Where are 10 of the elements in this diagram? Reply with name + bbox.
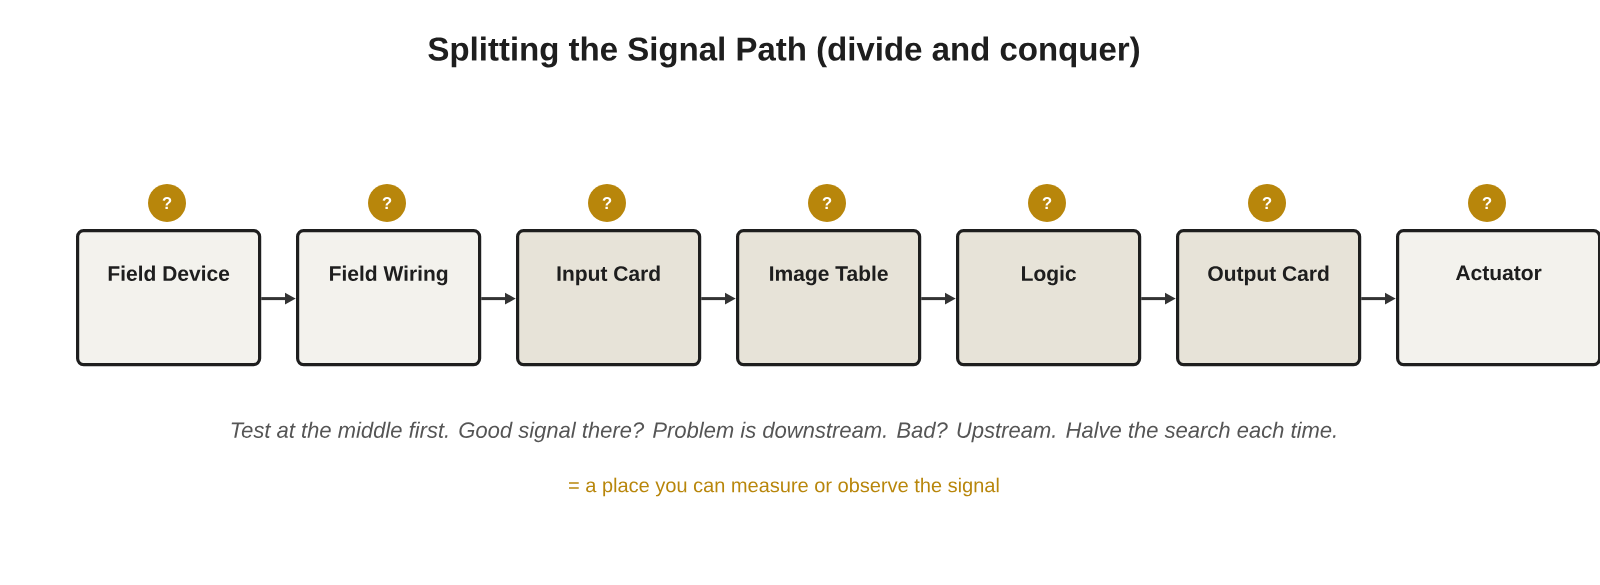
stage-box: Field Device [76,229,262,367]
stage-box: Input Card [516,229,702,367]
stage-box: Logic [956,229,1142,367]
legend-text: = a place you can measure or observe the signal [569,477,999,497]
hint-text: Test at the middle first. Good signal there? Problem is downstream. Bad? Upstream. Halve the search each time. [231,421,1336,443]
stage-box: Image Table [736,229,922,367]
stage-box: Field Wiring [296,229,482,367]
stage-box: Output Card [1176,229,1362,367]
title: Splitting the Signal Path (divide and conquer) [428,36,1139,68]
stage-box: Actuator [1396,229,1600,367]
